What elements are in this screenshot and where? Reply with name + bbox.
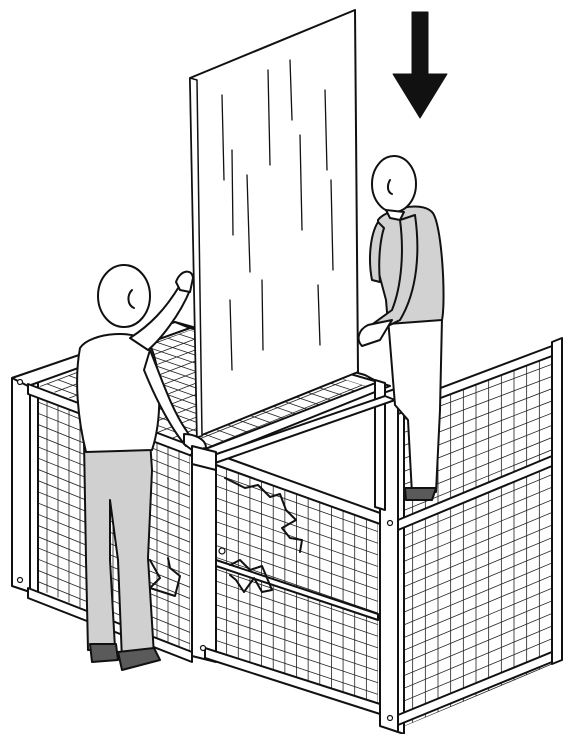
down-arrow-icon (393, 12, 447, 118)
panel-board (190, 10, 358, 437)
